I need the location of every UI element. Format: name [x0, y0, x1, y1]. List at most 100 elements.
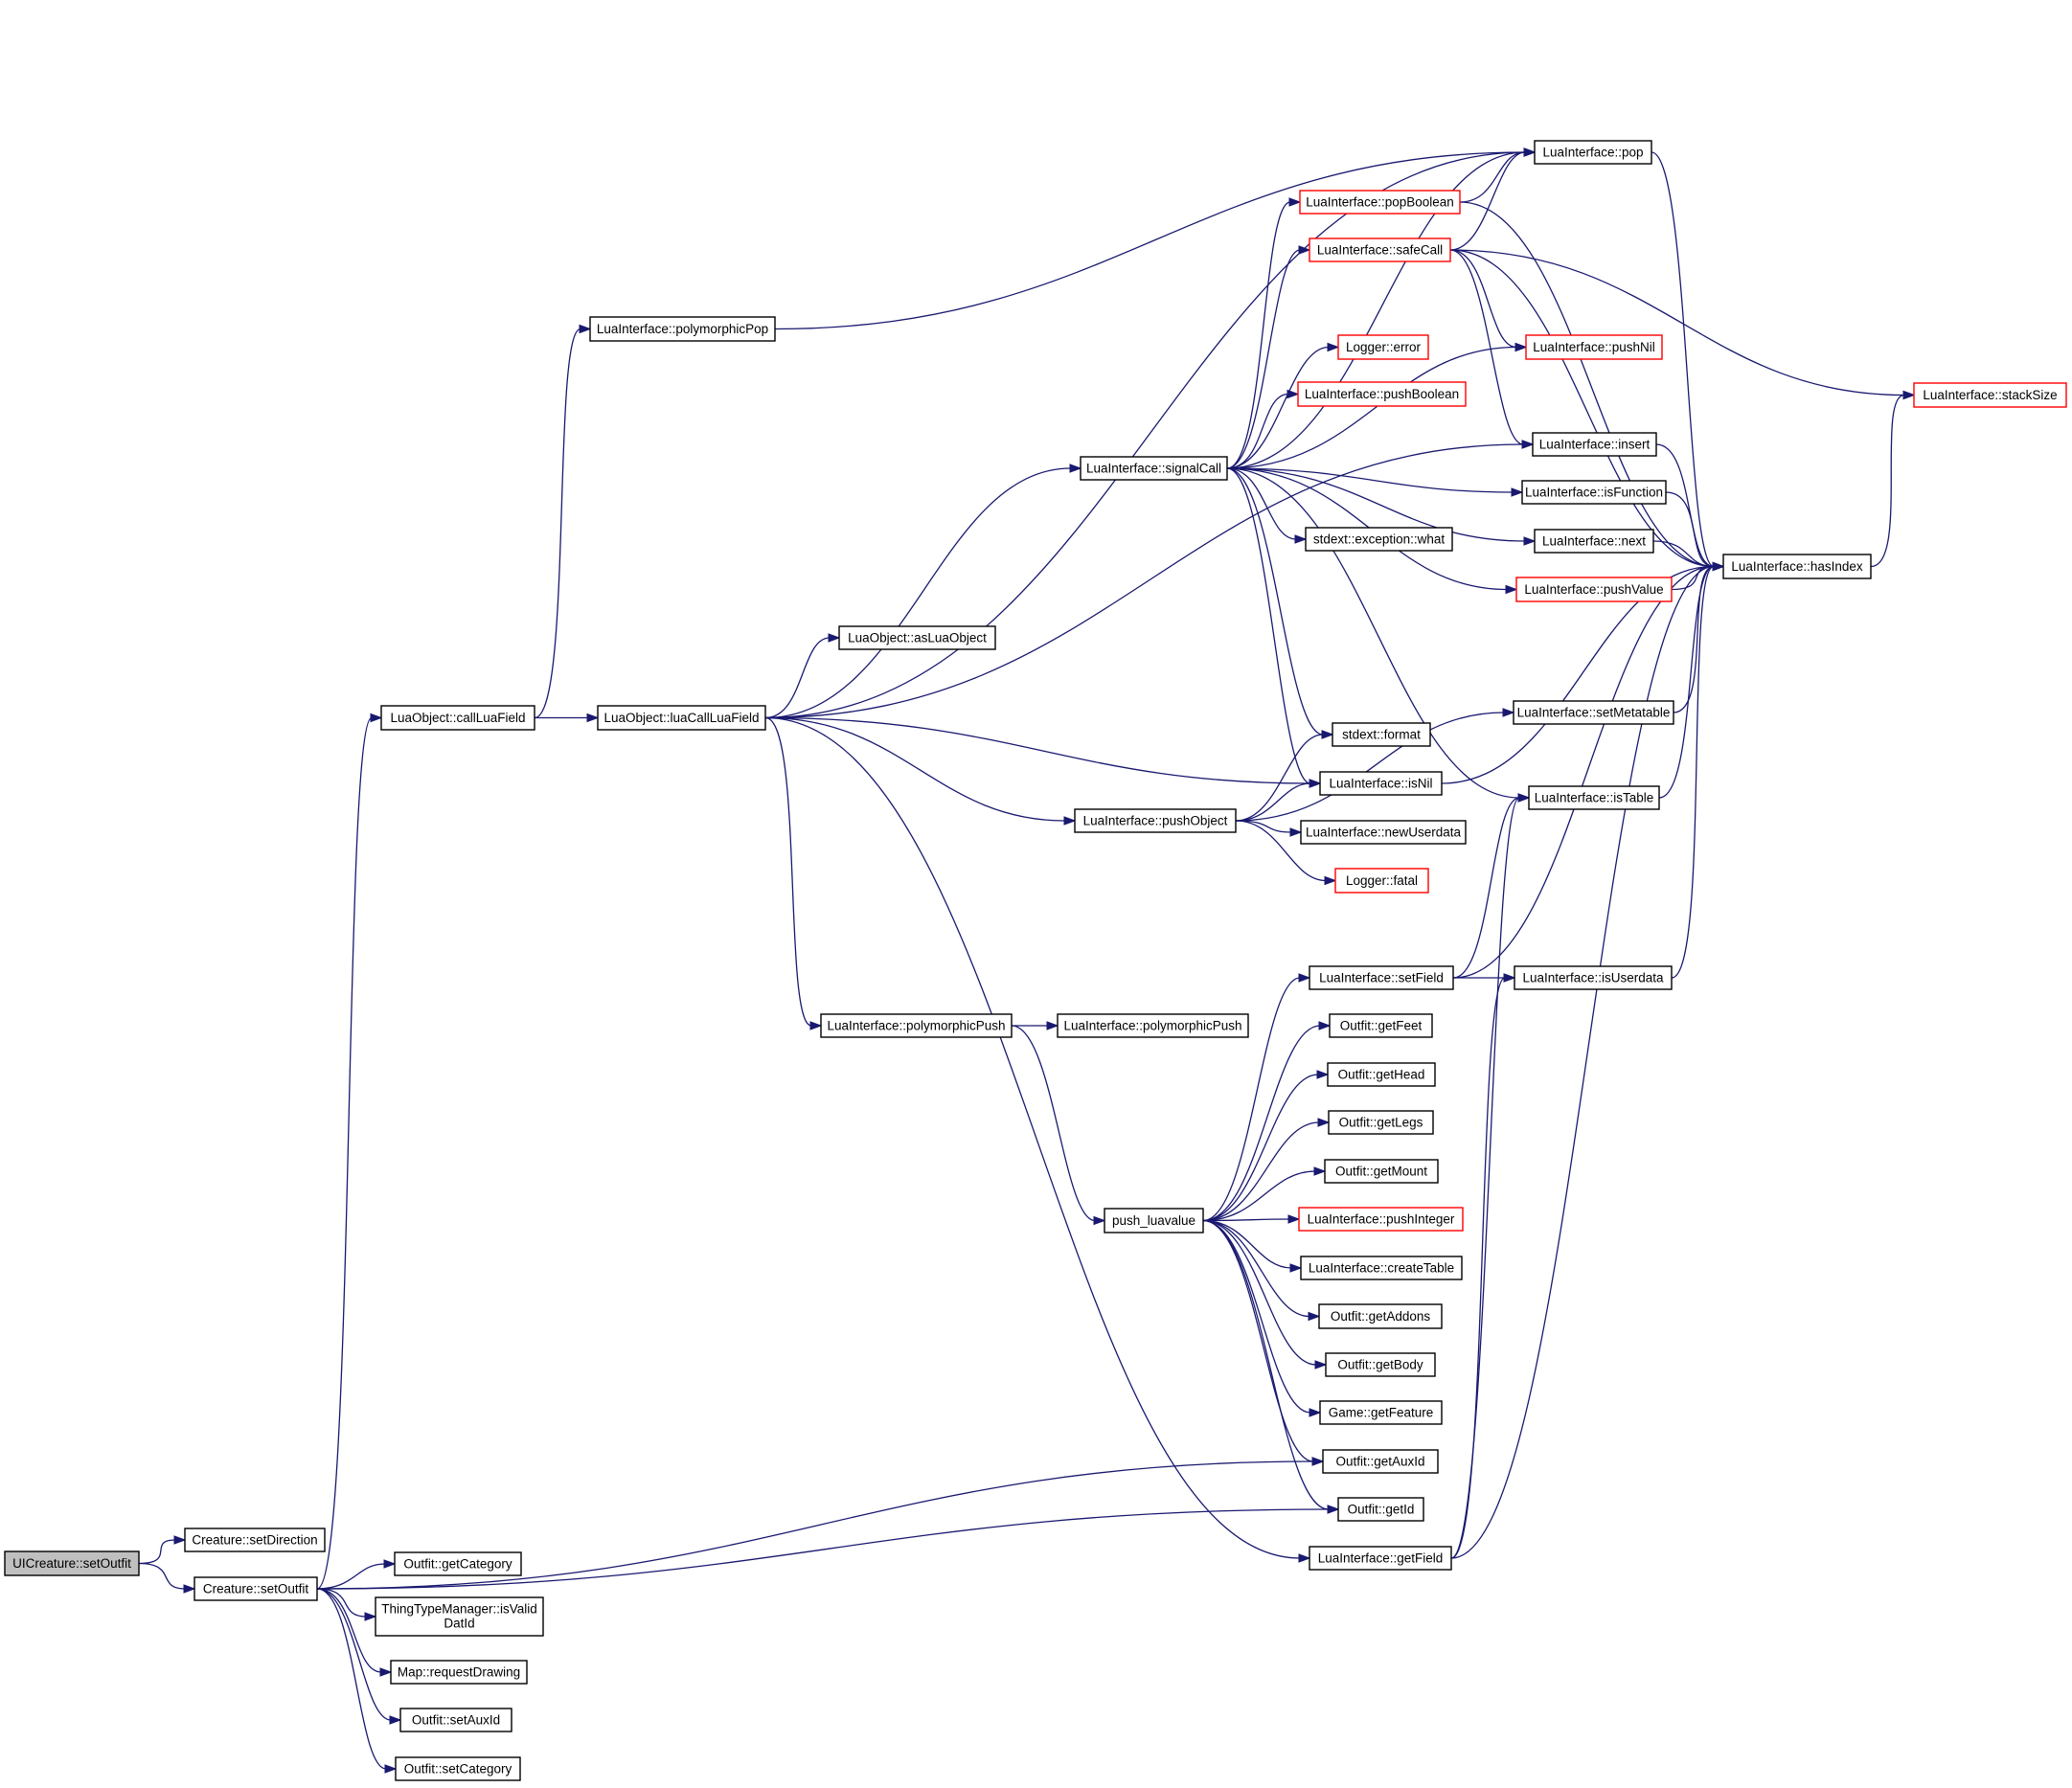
node-outfit-getcategory[interactable]: Outfit::getCategory	[394, 1551, 522, 1576]
node-label: Outfit::getHead	[1338, 1068, 1425, 1082]
edge-li-safecall-to-li-pop	[1449, 147, 1537, 251]
node-push-luavalue[interactable]: push_luavalue	[1104, 1208, 1204, 1233]
edge-line	[1235, 734, 1324, 822]
edge-line	[1452, 797, 1520, 979]
edge-luaobj-luacallluafield-to-li-getfield	[764, 716, 1311, 1563]
edge-arrowhead	[586, 713, 600, 723]
node-ui-setoutfit[interactable]: UICreature::setOutfit	[4, 1550, 140, 1576]
edges-layer	[138, 147, 1916, 1774]
node-li-safecall[interactable]: LuaInterface::safeCall	[1309, 238, 1451, 262]
node-label: LuaInterface::isTable	[1535, 791, 1654, 805]
node-li-createtable[interactable]: LuaInterface::createTable	[1300, 1256, 1463, 1280]
node-li-setfield[interactable]: LuaInterface::setField	[1309, 965, 1454, 990]
edge-arrowhead	[1503, 973, 1516, 983]
node-box	[1319, 771, 1443, 796]
node-outfit-getaddons[interactable]: Outfit::getAddons	[1318, 1303, 1443, 1329]
node-li-isnil[interactable]: LuaInterface::isNil	[1319, 771, 1443, 796]
node-li-getfield[interactable]: LuaInterface::getField	[1309, 1546, 1452, 1571]
node-li-pushobject[interactable]: LuaInterface::pushObject	[1074, 808, 1237, 833]
node-creature-setdirection[interactable]: Creature::setDirection	[184, 1528, 326, 1552]
node-box	[4, 1550, 140, 1576]
node-outfit-getauxid[interactable]: Outfit::getAuxId	[1322, 1449, 1439, 1474]
edge-arrowhead	[384, 1764, 398, 1774]
edge-li-safecall-to-li-stacksize	[1449, 249, 1916, 400]
edge-arrowhead	[1046, 1021, 1059, 1030]
node-luaobj-luacallluafield[interactable]: LuaObject::luaCallLuaField	[597, 705, 766, 731]
node-box	[184, 1528, 326, 1552]
edge-line	[1226, 467, 1311, 784]
node-li-insert[interactable]: LuaInterface::insert	[1532, 432, 1657, 457]
node-li-setmetatable[interactable]: LuaInterface::setMetatable	[1513, 700, 1674, 725]
node-luaobj-callluafield[interactable]: LuaObject::callLuaField	[380, 705, 535, 731]
node-li-stacksize[interactable]: LuaInterface::stackSize	[1913, 382, 2067, 408]
node-creature-setoutfit[interactable]: Creature::setOutfit	[194, 1576, 318, 1601]
node-label: push_luavalue	[1112, 1213, 1195, 1228]
edge-line	[1449, 249, 1905, 396]
edge-line	[764, 467, 1072, 719]
node-li-pushinteger[interactable]: LuaInterface::pushInteger	[1298, 1207, 1464, 1232]
edge-line	[1202, 1121, 1320, 1222]
edge-luaobj-luacallluafield-to-luaobj-asluaobject	[764, 633, 841, 719]
node-box	[1515, 577, 1673, 602]
node-label: LuaInterface::safeCall	[1317, 243, 1443, 258]
node-li-signalcall[interactable]: LuaInterface::signalCall	[1080, 456, 1228, 481]
edge-arrowhead	[1311, 1457, 1325, 1466]
node-game-getfeature[interactable]: Game::getFeature	[1319, 1400, 1443, 1425]
node-outfit-getbody[interactable]: Outfit::getBody	[1325, 1352, 1436, 1377]
node-li-newuserdata[interactable]: LuaInterface::newUserdata	[1300, 820, 1467, 845]
node-li-pop[interactable]: LuaInterface::pop	[1534, 140, 1652, 165]
edge-line	[1235, 820, 1327, 882]
node-outfit-gethead[interactable]: Outfit::getHead	[1327, 1062, 1436, 1087]
node-logger-fatal[interactable]: Logger::fatal	[1334, 868, 1429, 894]
edge-arrowhead	[1318, 1021, 1332, 1030]
node-li-pushvalue[interactable]: LuaInterface::pushValue	[1515, 577, 1673, 602]
node-li-pushboolean[interactable]: LuaInterface::pushBoolean	[1297, 381, 1467, 407]
node-li-pushnil[interactable]: LuaInterface::pushNil	[1525, 334, 1663, 360]
node-box	[1325, 1352, 1436, 1377]
edge-line	[1449, 151, 1526, 251]
node-outfit-getmount[interactable]: Outfit::getMount	[1324, 1159, 1439, 1184]
edge-creature-setoutfit-to-outfit-getcategory	[316, 1559, 397, 1590]
node-outfit-getid[interactable]: Outfit::getId	[1337, 1497, 1424, 1522]
edge-line	[1235, 782, 1311, 822]
node-stdext-exception-what[interactable]: stdext::exception::what	[1305, 527, 1453, 552]
edge-line	[1202, 1219, 1314, 1462]
node-li-istable[interactable]: LuaInterface::isTable	[1528, 785, 1660, 810]
node-label: LuaInterface::insert	[1539, 438, 1651, 452]
edge-line	[764, 716, 1311, 784]
node-outfit-setauxid[interactable]: Outfit::setAuxId	[399, 1708, 512, 1732]
node-outfit-getlegs[interactable]: Outfit::getLegs	[1328, 1110, 1434, 1135]
node-outfit-getfeet[interactable]: Outfit::getFeet	[1329, 1013, 1433, 1038]
edge-li-signalcall-to-li-pushboolean	[1226, 389, 1300, 469]
node-outfit-setcategory[interactable]: Outfit::setCategory	[395, 1756, 521, 1781]
node-li-hasindex[interactable]: LuaInterface::hasIndex	[1722, 554, 1872, 579]
node-li-popboolean[interactable]: LuaInterface::popBoolean	[1299, 190, 1461, 215]
node-li-polymorphicpush1[interactable]: LuaInterface::polymorphicPush	[820, 1013, 1013, 1038]
edge-li-pushobject-to-logger-fatal	[1235, 820, 1337, 886]
node-li-isfunction[interactable]: LuaInterface::isFunction	[1521, 480, 1667, 505]
edge-line	[1226, 467, 1520, 799]
node-box	[1534, 140, 1652, 165]
node-li-isuserdata[interactable]: LuaInterface::isUserdata	[1514, 965, 1673, 990]
edge-line	[1202, 977, 1301, 1222]
node-map-requestdrawing[interactable]: Map::requestDrawing	[390, 1660, 528, 1685]
node-box	[1328, 1110, 1434, 1135]
edge-ui-setoutfit-to-creature-setoutfit	[138, 1562, 196, 1594]
node-label: Map::requestDrawing	[398, 1665, 520, 1680]
edge-li-getfield-to-li-isuserdata	[1450, 973, 1516, 1559]
edge-li-insert-to-li-hasindex	[1655, 443, 1725, 572]
node-stdext-format[interactable]: stdext::format	[1332, 722, 1431, 747]
node-logger-error[interactable]: Logger::error	[1337, 334, 1429, 360]
node-luaobj-asluaobject[interactable]: LuaObject::asLuaObject	[838, 625, 996, 650]
node-box	[194, 1576, 318, 1601]
node-li-polymorphicpush2[interactable]: LuaInterface::polymorphicPush	[1057, 1013, 1249, 1038]
edge-arrowhead	[1324, 875, 1337, 886]
node-li-polymorphicpop[interactable]: LuaInterface::polymorphicPop	[589, 316, 776, 342]
edge-line	[1226, 467, 1514, 493]
node-box	[597, 705, 766, 731]
node-label: Outfit::getFeet	[1340, 1019, 1423, 1033]
node-li-next[interactable]: LuaInterface::next	[1534, 529, 1654, 554]
edge-line	[1450, 797, 1520, 1559]
